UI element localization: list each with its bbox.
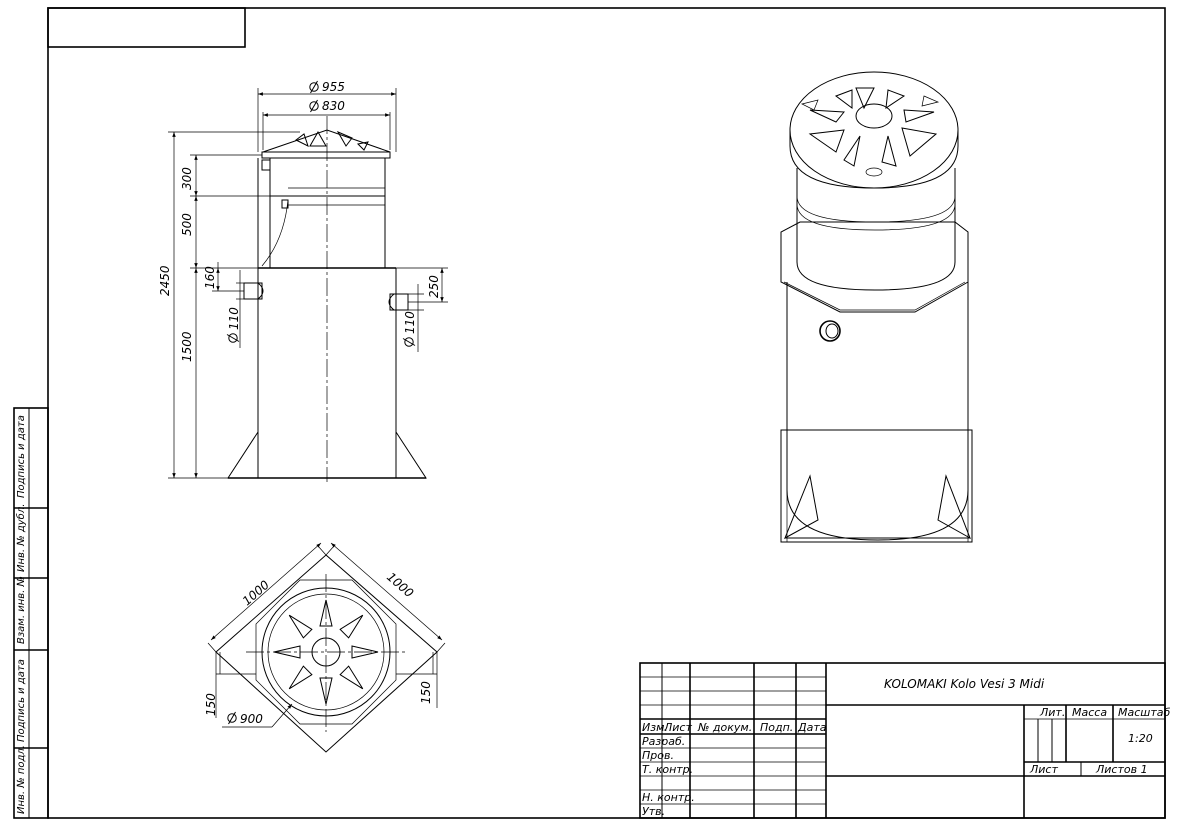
tb-massa: Масса	[1072, 706, 1107, 719]
dim-height-160: 160	[203, 266, 217, 289]
iso-base-frame	[780, 429, 973, 543]
iso-skirt-left	[784, 474, 819, 540]
tb-row-utv: Утв.	[642, 805, 665, 818]
lid-vent	[309, 130, 327, 147]
tb-row-nkontr: Н. контр.	[642, 791, 695, 804]
side-stamp-sign-date-1: Подпись и дата	[16, 415, 27, 498]
iso-plate	[780, 221, 969, 313]
dim-height-2450: 2450	[158, 265, 172, 296]
dim-pipe-left-110: 110	[227, 307, 241, 330]
dim-diameter-830: 830	[322, 99, 345, 113]
iso-lid	[789, 71, 959, 189]
side-stamp: Подпись и дата Инв. № дубл. Взам. инв. №…	[13, 407, 49, 819]
front-view: 955 830 2450 300 500 1500 160 110	[158, 80, 448, 482]
iso-view	[780, 71, 973, 543]
lid-roof	[262, 129, 391, 153]
lid-rim	[261, 151, 391, 159]
corner-stamp-box	[47, 7, 246, 48]
dim-height-300: 300	[180, 167, 194, 190]
side-stamp-inv-podl: Инв. № подл.	[16, 745, 27, 814]
dim-height-250: 250	[427, 275, 441, 298]
tb-row-razrab: Разраб.	[642, 735, 685, 748]
tb-col-docnum: № докум.	[697, 721, 752, 734]
tb-row-tkontr: Т. контр.	[642, 763, 693, 776]
base-skirt-left	[227, 430, 259, 479]
iso-lid-vents	[800, 87, 940, 167]
dim-diameter-955: 955	[322, 80, 345, 94]
side-stamp-vzam-inv: Взам. инв. №	[16, 576, 27, 644]
tb-sheet: Лист	[1029, 763, 1058, 776]
tb-col-izm: Изм.	[642, 721, 668, 734]
outlet-pipe	[389, 293, 409, 311]
dim-offset-150-left: 150	[204, 693, 218, 716]
side-stamp-sign-date-2: Подпись и дата	[16, 659, 27, 742]
dim-height-1500: 1500	[180, 331, 194, 362]
tb-col-list: Лист	[663, 721, 692, 734]
neck-upper	[269, 157, 386, 197]
title-block: Изм. Лист № докум. Подп. Дата Разраб. Пр…	[639, 662, 1170, 819]
lid-vent	[356, 141, 369, 151]
tb-col-date: Дата	[797, 721, 827, 734]
dim-height-500: 500	[180, 213, 194, 236]
dim-diameter-900: 900	[240, 712, 263, 726]
tb-drawing-title: KOLOMAKI Kolo Vesi 3 Midi	[884, 677, 1045, 691]
iso-neck	[796, 168, 956, 291]
dim-offset-150-right: 150	[419, 681, 433, 704]
lid-vent	[336, 130, 353, 147]
tb-lit: Лит.	[1039, 706, 1065, 719]
base-skirt-right	[395, 430, 427, 479]
inlet-pipe	[243, 282, 263, 300]
side-stamp-inv-dubl: Инв. № дубл.	[15, 504, 27, 572]
tb-scale-value: 1:20	[1128, 732, 1153, 745]
dim-width-1000-left: 1000	[240, 577, 273, 608]
tb-sheets-total: Листов 1	[1095, 763, 1148, 776]
lid-vent	[295, 133, 309, 147]
tb-masshtab: Масштаб	[1118, 706, 1170, 719]
dim-pipe-right-110: 110	[403, 311, 417, 334]
iso-skirt-right	[937, 474, 971, 540]
dim-width-1000-right: 1000	[384, 570, 417, 601]
top-view: 1000 1000 150 150 900	[204, 542, 446, 753]
tb-col-sign: Подп.	[760, 721, 793, 734]
iso-pipe	[819, 320, 841, 342]
tb-row-prov: Пров.	[642, 749, 674, 762]
